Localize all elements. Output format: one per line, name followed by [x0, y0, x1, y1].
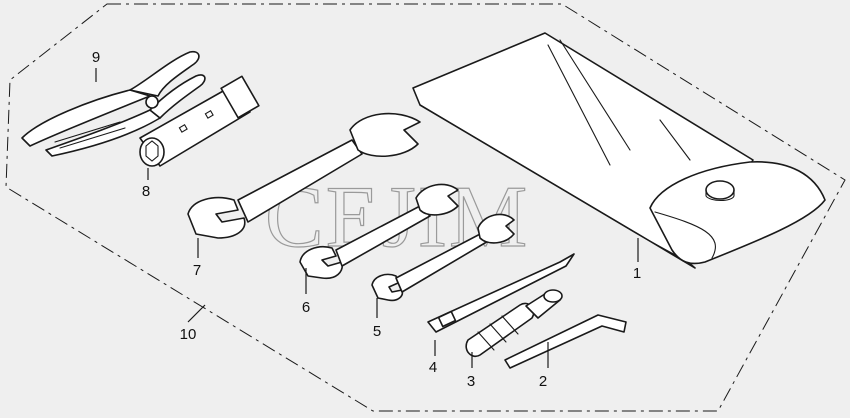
part-wrench-small [371, 213, 515, 302]
callout-8: 8 [142, 183, 150, 200]
toolkit-boundary [5, 3, 846, 412]
part-hex-key [504, 314, 627, 369]
part-screwdriver-blade [427, 253, 575, 333]
callout-10: 10 [180, 326, 197, 343]
callout-5: 5 [373, 323, 381, 340]
part-box-spanner [139, 75, 260, 167]
part-screwdriver-handle [465, 289, 563, 358]
part-wrench-large [187, 112, 421, 239]
part-pliers [21, 50, 206, 157]
callout-3: 3 [467, 373, 475, 390]
callout-7: 7 [193, 262, 201, 279]
callout-4: 4 [429, 359, 437, 376]
callout-2: 2 [539, 373, 547, 390]
callout-1: 1 [633, 265, 641, 282]
leader-10 [187, 304, 206, 323]
part-tool-bag [412, 32, 826, 269]
callout-9: 9 [92, 49, 100, 66]
callout-6: 6 [302, 299, 310, 316]
part-wrench-medium [299, 183, 459, 280]
